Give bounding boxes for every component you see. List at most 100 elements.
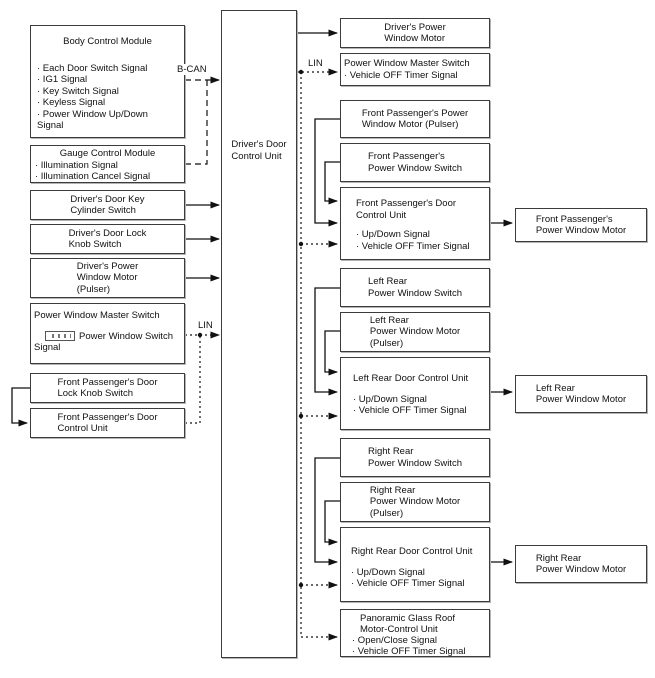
box-title: Control Unit xyxy=(57,423,108,434)
box-title: Cylinder Switch xyxy=(70,205,136,216)
lin-left-label: LIN xyxy=(197,320,214,331)
signal-item: · Vehicle OFF Timer Signal xyxy=(352,646,466,657)
signal-item: · Key Switch Signal xyxy=(37,85,119,97)
box-title: Right Rear Door Control Unit xyxy=(351,546,473,557)
signal-item: · Vehicle OFF Timer Signal xyxy=(356,240,470,252)
box-gauge-control-module: Gauge Control Module · Illumination Sign… xyxy=(30,145,185,183)
box-title: Driver's Door Lock xyxy=(68,227,147,239)
box-title: Power Window Motor xyxy=(369,326,461,338)
box-right-rear-power-window-motor: Right Rear Power Window Motor xyxy=(515,545,647,583)
lin-junction-dot xyxy=(298,582,304,588)
box-title: (Pulser) xyxy=(369,337,404,349)
box-title: Front Passenger's Door xyxy=(57,411,158,423)
box-title: Power Window Motor xyxy=(535,225,627,236)
box-title: Driver's Power xyxy=(76,260,139,272)
signal-item: · Up/Down Signal xyxy=(353,393,427,405)
box-front-passengers-door-lock-knob-switch: Front Passenger's Door Lock Knob Switch xyxy=(30,373,185,403)
signal-item: · IG1 Signal xyxy=(37,74,88,85)
box-title: Power Window Switch xyxy=(368,287,462,299)
box-title: Window Motor xyxy=(384,33,445,44)
box-title: Power Window Motor xyxy=(535,394,627,405)
box-title: Power Window Switch xyxy=(368,457,462,469)
signal-item: · Open/Close Signal xyxy=(352,635,438,646)
box-title: Driver's Power xyxy=(384,21,446,33)
box-drivers-door-control-unit: Driver's Door Control Unit xyxy=(221,10,297,658)
box-right-rear-power-window-motor-pulser: Right Rear Power Window Motor (Pulser) xyxy=(340,482,490,522)
lin-junction-dot xyxy=(298,413,304,419)
box-title: Panoramic Glass Roof xyxy=(360,613,456,624)
box-right-rear-power-window-switch: Right Rear Power Window Switch xyxy=(340,438,490,477)
bcan-label: B-CAN xyxy=(176,64,208,75)
box-left-rear-power-window-motor-pulser: Left Rear Power Window Motor (Pulser) xyxy=(340,312,490,352)
signal-item: · Vehicle OFF Timer Signal xyxy=(353,405,467,416)
box-title: Knob Switch xyxy=(68,239,122,250)
box-title: Front Passenger's xyxy=(535,213,613,225)
box-panoramic-glass-roof-motor-control-unit: Panoramic Glass Roof Motor-Control Unit … xyxy=(340,609,490,657)
lr-pulser-wire xyxy=(324,330,340,376)
box-drivers-power-window-motor: Driver's Power Window Motor xyxy=(340,18,490,48)
box-front-passengers-power-window-switch: Front Passenger's Power Window Switch xyxy=(340,143,490,182)
box-title: Right Rear xyxy=(369,484,416,496)
box-title: Front Passenger's Door xyxy=(356,198,457,209)
power-window-switch-icon xyxy=(45,330,75,341)
lin-right-label: LIN xyxy=(307,58,324,69)
box-title: (Pulser) xyxy=(369,507,404,519)
lin-left-branch-wire xyxy=(185,335,201,424)
signal-item: · Up/Down Signal xyxy=(356,229,430,240)
signal-item: · Keyless Signal xyxy=(37,97,106,108)
bcan-gauge-branch-wire xyxy=(185,80,208,165)
box-power-window-master-switch-left: Power Window Master Switch Power Window … xyxy=(30,303,185,364)
box-front-passengers-door-control-unit-left: Front Passenger's Door Control Unit xyxy=(30,408,185,438)
box-title: Window Motor xyxy=(76,272,138,284)
signal-item: · Power Window Up/Down Signal xyxy=(37,108,148,132)
box-drivers-door-key-cylinder-switch: Driver's Door Key Cylinder Switch xyxy=(30,190,185,220)
box-title: Gauge Control Module xyxy=(59,148,156,159)
fp-pulser-wire xyxy=(314,118,340,227)
fp-switch-wire xyxy=(324,161,340,205)
switch-signal-label: Power Window Switch Signal xyxy=(34,330,173,354)
box-title: Left Rear Door Control Unit xyxy=(353,373,469,384)
signal-item: · Up/Down Signal xyxy=(351,566,425,578)
box-body-control-module: Body Control Module · Each Door Switch S… xyxy=(30,25,185,138)
box-title: Front Passenger's xyxy=(368,151,445,162)
fp-lock-knob-wire xyxy=(11,387,30,427)
lin-junction-dot xyxy=(298,69,304,75)
box-front-passengers-power-window-motor: Front Passenger's Power Window Motor xyxy=(515,208,647,242)
box-title: Power Window Motor xyxy=(369,496,461,508)
box-left-rear-power-window-motor: Left Rear Power Window Motor xyxy=(515,375,647,413)
box-title: Front Passenger's Power xyxy=(361,107,469,119)
lin-junction-dot xyxy=(298,241,304,247)
box-title: Control Unit xyxy=(356,209,407,221)
box-title: Left Rear xyxy=(535,382,575,394)
box-right-rear-door-control-unit: Right Rear Door Control Unit · Up/Down S… xyxy=(340,527,490,602)
rr-pulser-wire xyxy=(324,500,340,546)
box-title: Left Rear xyxy=(368,276,408,287)
box-title: (Pulser) xyxy=(76,283,111,295)
box-title: Lock Knob Switch xyxy=(57,388,133,399)
box-title: Power Window Master Switch xyxy=(344,58,470,69)
box-title: Right Rear xyxy=(368,446,414,457)
box-title: Front Passenger's Door xyxy=(57,376,158,388)
box-title: Power Window Switch xyxy=(368,162,462,174)
rr-switch-wire xyxy=(314,457,340,566)
signal-item: · Illumination Signal xyxy=(35,159,118,171)
lr-switch-wire xyxy=(314,287,340,396)
box-title: Window Motor (Pulser) xyxy=(361,119,459,130)
box-title: Power Window Master Switch xyxy=(34,310,160,321)
box-title: Motor-Control Unit xyxy=(360,624,438,635)
box-title: Power Window Motor xyxy=(535,564,627,575)
box-drivers-power-window-motor-pulser: Driver's Power Window Motor (Pulser) xyxy=(30,258,185,298)
box-front-passengers-power-window-motor-pulser: Front Passenger's Power Window Motor (Pu… xyxy=(340,100,490,138)
box-title: Driver's Door Key xyxy=(70,193,145,205)
box-drivers-door-lock-knob-switch: Driver's Door Lock Knob Switch xyxy=(30,224,185,254)
box-title: Control Unit xyxy=(231,150,282,162)
signal-item: · Illumination Cancel Signal xyxy=(35,171,151,182)
box-title: Right Rear xyxy=(535,552,582,564)
box-power-window-master-switch-right: Power Window Master Switch · Vehicle OFF… xyxy=(340,53,490,86)
signal-item: · Vehicle OFF Timer Signal xyxy=(344,69,458,81)
box-title: Body Control Module xyxy=(63,36,152,47)
signal-item: · Each Door Switch Signal xyxy=(37,62,148,74)
signal-item: · Vehicle OFF Timer Signal xyxy=(351,578,465,589)
